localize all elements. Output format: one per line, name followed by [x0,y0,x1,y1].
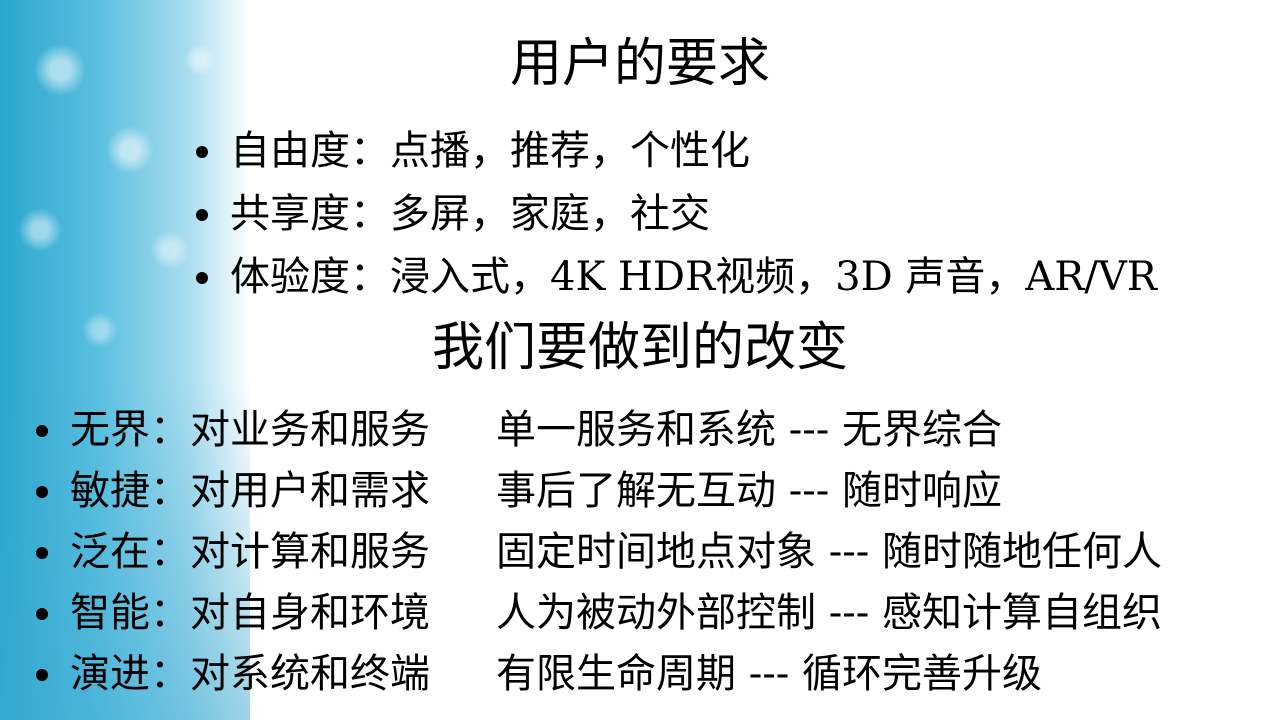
bullet-icon [36,485,48,498]
change-detail: 事后了解无互动 --- 随时响应 [496,468,1002,514]
list-item: 敏捷：对用户和需求 事后了解无互动 --- 随时响应 [36,461,1162,522]
list-item: 演进：对系统和终端 有限生命周期 --- 循环完善升级 [36,644,1162,705]
change-detail: 人为被动外部控制 --- 感知计算自组织 [496,590,1162,636]
background-decoration [0,0,250,720]
bullet-icon [196,145,208,158]
change-detail: 单一服务和系统 --- 无界综合 [496,407,1002,453]
user-requirements-list: 自由度：点播，推荐，个性化 共享度：多屏，家庭，社交 体验度：浸入式，4K HD… [196,120,1157,309]
slide-title-changes: 我们要做到的改变 [431,318,848,378]
list-item: 共享度：多屏，家庭，社交 [196,183,1157,246]
bullet-icon [36,668,48,681]
list-item: 自由度：点播，推荐，个性化 [196,120,1157,183]
change-label: 演进：对系统和终端 [70,651,430,697]
change-label: 智能：对自身和环境 [70,590,430,636]
change-label: 无界：对业务和服务 [70,407,430,453]
bullet-icon [36,424,48,437]
slide-title-user-requirements: 用户的要求 [509,34,770,94]
change-detail: 有限生命周期 --- 循环完善升级 [496,651,1042,697]
bullet-icon [36,607,48,620]
list-item-text: 自由度：点播，推荐，个性化 [230,128,750,174]
list-item: 体验度：浸入式，4K HDR视频，3D 声音，AR/VR [196,246,1157,309]
change-label: 敏捷：对用户和需求 [70,468,430,514]
list-item: 泛在：对计算和服务 固定时间地点对象 --- 随时随地任何人 [36,522,1162,583]
list-item-text: 体验度：浸入式，4K HDR视频，3D 声音，AR/VR [230,254,1157,300]
change-detail: 固定时间地点对象 --- 随时随地任何人 [496,529,1162,575]
change-label: 泛在：对计算和服务 [70,529,430,575]
list-item-text: 共享度：多屏，家庭，社交 [230,191,710,237]
changes-list: 无界：对业务和服务 单一服务和系统 --- 无界综合 敏捷：对用户和需求 事后了解无… [36,400,1162,705]
bullet-icon [36,546,48,559]
bullet-icon [196,271,208,284]
list-item: 智能：对自身和环境 人为被动外部控制 --- 感知计算自组织 [36,583,1162,644]
list-item: 无界：对业务和服务 单一服务和系统 --- 无界综合 [36,400,1162,461]
bullet-icon [196,208,208,221]
